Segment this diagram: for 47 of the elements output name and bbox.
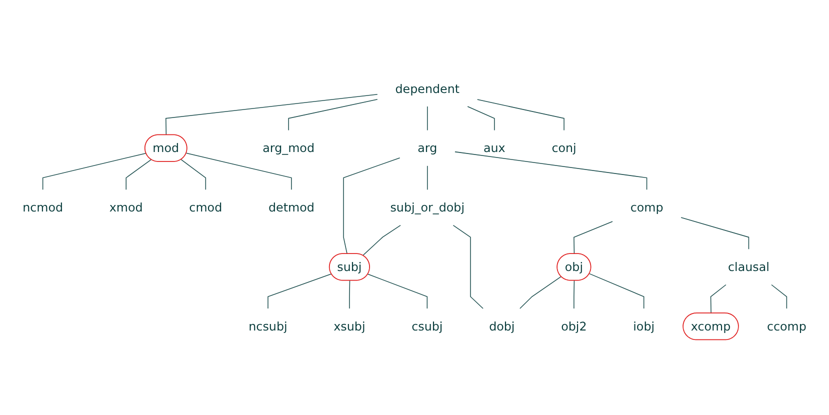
connector xyxy=(467,106,495,131)
connector xyxy=(771,284,788,309)
connector xyxy=(574,280,575,309)
connector xyxy=(362,224,401,256)
connector xyxy=(166,94,378,136)
node-text: clausal xyxy=(728,260,770,274)
node-text: obj2 xyxy=(561,319,587,334)
node-text: xcomp xyxy=(690,319,731,334)
node-text: conj xyxy=(552,140,576,156)
connector xyxy=(126,159,152,190)
connector xyxy=(589,273,644,309)
node-text: aux xyxy=(483,140,506,156)
node-text: obj xyxy=(564,260,583,274)
node-text: ccomp xyxy=(766,319,806,334)
connector xyxy=(680,217,750,250)
node-text: subj xyxy=(337,260,362,274)
connector xyxy=(452,224,484,309)
node-text: cmod xyxy=(189,200,222,215)
node-text: detmod xyxy=(268,200,314,215)
node-text: iobj xyxy=(633,319,655,334)
node-text: xsubj xyxy=(334,319,366,334)
connector xyxy=(42,152,146,190)
connector xyxy=(343,157,400,254)
node-text: ncmod xyxy=(22,200,64,215)
node-text: csubj xyxy=(412,319,443,334)
connector xyxy=(268,274,332,309)
node-text: dobj xyxy=(489,319,515,334)
connector xyxy=(574,221,613,254)
connector xyxy=(180,159,206,190)
node-text: arg_mod xyxy=(262,140,315,156)
node-text: xmod xyxy=(109,200,143,215)
connector xyxy=(520,276,562,309)
connector xyxy=(427,106,428,131)
connector xyxy=(427,166,428,190)
node-text: comp xyxy=(630,200,664,215)
node-text: subj_or_dobj xyxy=(390,200,465,215)
node-text: mod xyxy=(152,140,180,156)
connector xyxy=(710,284,726,314)
connector xyxy=(349,280,350,309)
node-text: dependent xyxy=(395,82,460,96)
connector xyxy=(454,151,648,190)
node-text: ncsubj xyxy=(248,319,288,334)
connector xyxy=(368,274,428,309)
node-text: arg xyxy=(418,140,438,156)
connector xyxy=(476,99,564,131)
connector xyxy=(186,152,292,190)
connector xyxy=(288,98,378,131)
